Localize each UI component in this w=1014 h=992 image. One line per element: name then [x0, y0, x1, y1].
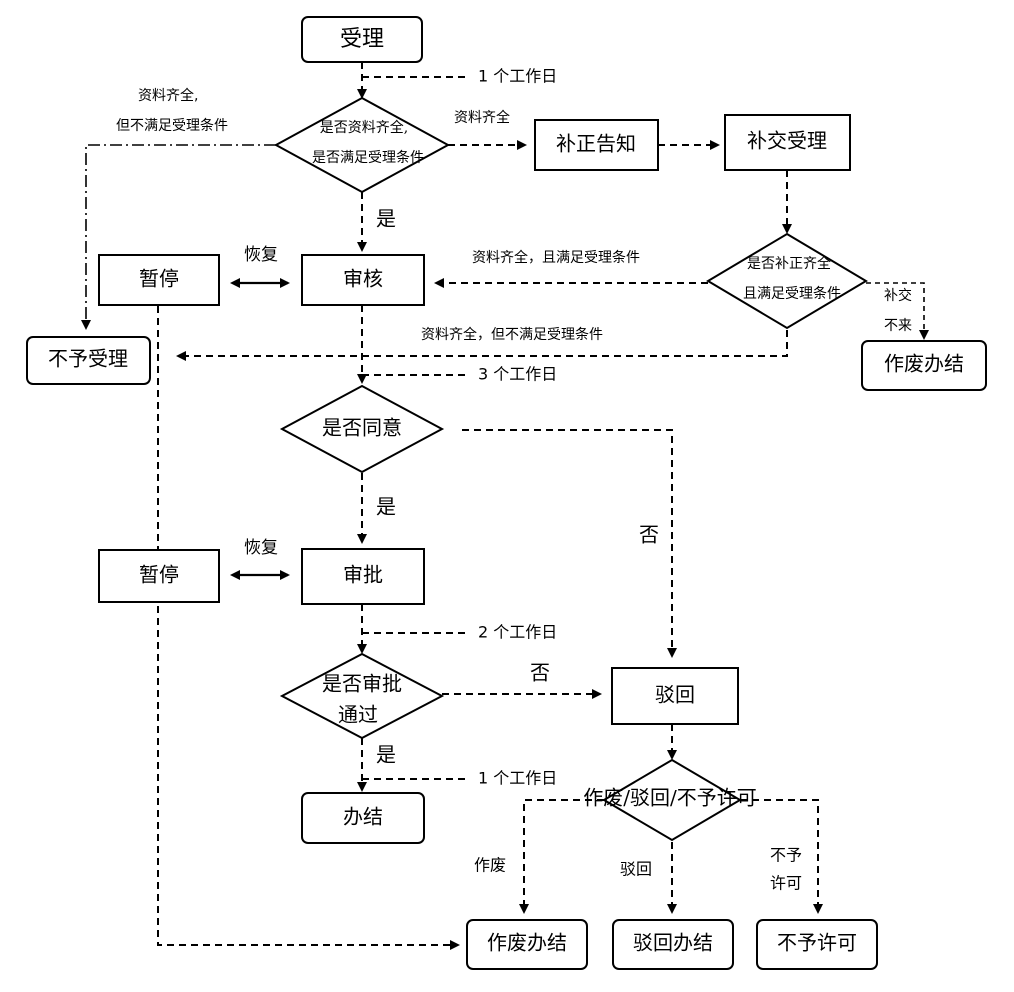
- accept-label: 受理: [340, 27, 384, 52]
- approve-check-label-2: 通过: [338, 703, 378, 727]
- close-node: 办结: [301, 792, 425, 844]
- return-close-node: 驳回办结: [612, 919, 734, 970]
- label-no-2: 否: [530, 661, 550, 685]
- label-complete-not-meet-1: 资料齐全,: [138, 87, 198, 104]
- resubmit-check-label-1: 是否补正齐全: [747, 255, 831, 272]
- approve-label: 审批: [343, 563, 383, 587]
- edge-pause-to-void-close: [157, 306, 460, 950]
- accept-node: 受理: [301, 16, 423, 63]
- check-complete-label-2: 是否满足受理条件: [312, 149, 424, 166]
- agree-check-label: 是否同意: [322, 416, 402, 440]
- review-label: 审核: [343, 267, 383, 291]
- label-resume-1: 恢复: [244, 245, 278, 265]
- check-complete-label-1: 是否资料齐全,: [320, 119, 408, 136]
- label-yes-3: 是: [376, 743, 396, 767]
- label-one-day-top: 1 个工作日: [478, 67, 557, 86]
- resubmit-check-decision: 是否补正齐全 且满足受理条件: [706, 232, 868, 330]
- edge-check2-to-reject: [176, 330, 788, 361]
- resubmit-accept-label: 补交受理: [747, 129, 827, 153]
- label-complete-not-meet-2: 但不满足受理条件: [116, 117, 228, 134]
- correction-notice-node: 补正告知: [534, 119, 659, 171]
- label-one-day-bottom: 1 个工作日: [478, 769, 557, 788]
- void-close-top-node: 作废办结: [861, 340, 987, 391]
- label-resume-2: 恢复: [244, 538, 278, 558]
- void-close-node: 作废办结: [466, 919, 588, 970]
- label-not-permit-1: 不予: [770, 846, 802, 865]
- reject-accept-label: 不予受理: [48, 347, 128, 371]
- check-complete-decision: 是否资料齐全, 是否满足受理条件: [273, 96, 451, 194]
- label-three-days: 3 个工作日: [478, 365, 557, 384]
- not-permit-label: 不予许可: [777, 931, 857, 955]
- pause-label-2: 暂停: [139, 563, 179, 587]
- edge-check-to-reject: [81, 144, 276, 330]
- label-no-1: 否: [639, 523, 659, 547]
- edge-check2-to-void: [866, 282, 929, 340]
- reject-accept-node: 不予受理: [26, 336, 151, 385]
- review-node: 审核: [301, 254, 425, 306]
- label-complete-right: 资料齐全: [454, 109, 510, 126]
- pause-node-1: 暂停: [98, 254, 220, 306]
- approve-node: 审批: [301, 548, 425, 605]
- agree-decision: 是否同意: [279, 384, 445, 474]
- resubmit-accept-node: 补交受理: [724, 114, 851, 171]
- label-return: 驳回: [620, 860, 652, 879]
- connectors: [81, 62, 929, 950]
- label-complete-and-meet: 资料齐全，且满足受理条件: [472, 249, 640, 266]
- label-yes-1: 是: [376, 207, 396, 231]
- correction-notice-label: 补正告知: [556, 132, 636, 156]
- label-void: 作废: [474, 856, 506, 875]
- edge-check4-to-void: [519, 799, 604, 914]
- label-complete-not-meet-long: 资料齐全，但不满足受理条件: [421, 326, 603, 343]
- resubmit-check-label-2: 且满足受理条件: [743, 285, 841, 302]
- return-label: 驳回: [655, 683, 695, 707]
- return-node: 驳回: [611, 667, 739, 725]
- label-yes-2: 是: [376, 495, 396, 519]
- outcome-decision: 作废/驳回/不予许可: [583, 758, 757, 842]
- return-close-label: 驳回办结: [633, 931, 713, 955]
- label-not-permit-2: 许可: [770, 874, 802, 893]
- void-close-label: 作废办结: [487, 931, 567, 955]
- edge-labels: 1 个工作日 资料齐全, 但不满足受理条件 资料齐全 是 恢复 资料齐全，且满足…: [116, 67, 912, 893]
- label-resubmit-none-1: 补交: [884, 287, 912, 304]
- pause-label-1: 暂停: [139, 267, 179, 291]
- label-two-days: 2 个工作日: [478, 623, 557, 642]
- pause-node-2: 暂停: [98, 549, 220, 603]
- approve-check-label-1: 是否审批: [322, 672, 402, 696]
- edge-check4-to-not-permit: [740, 799, 823, 914]
- edge-agree-to-return: [462, 429, 677, 658]
- not-permit-node: 不予许可: [756, 919, 878, 970]
- outcome-check-label: 作废/驳回/不予许可: [583, 786, 756, 810]
- approve-check-decision: 是否审批 通过: [279, 652, 445, 740]
- void-close-top-label: 作废办结: [884, 352, 964, 376]
- nodes: 受理 是否资料齐全, 是否满足受理条件 补正告知 补交受理 是否补正齐全 且满足…: [26, 16, 987, 970]
- label-resubmit-none-2: 不来: [884, 318, 912, 334]
- close-label: 办结: [343, 805, 383, 829]
